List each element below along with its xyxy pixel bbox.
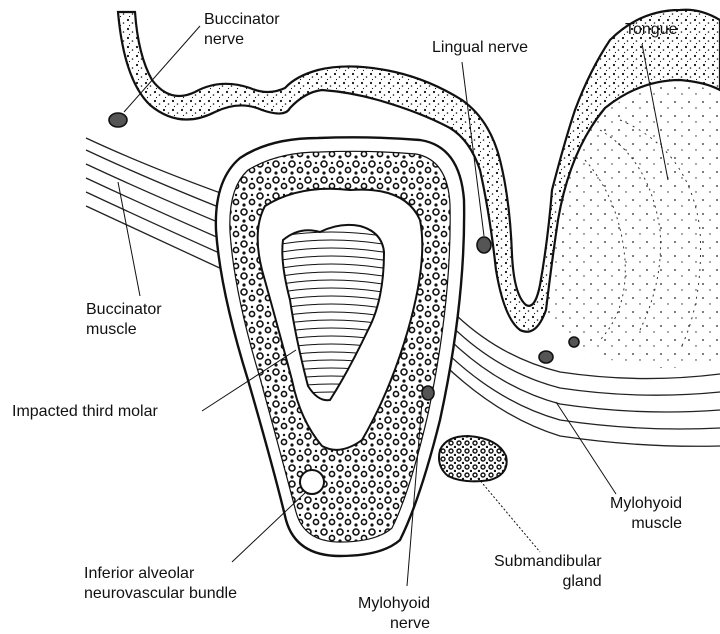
label-mylohyoid-muscle: Mylohyoid muscle xyxy=(610,494,682,534)
buccinator-nerve xyxy=(109,113,127,127)
label-lingual-nerve: Lingual nerve xyxy=(432,38,528,58)
label-tongue: Tongue xyxy=(625,20,678,40)
label-submandibular-gland: Submandibular gland xyxy=(494,552,602,592)
label-mylohyoid-nerve: Mylohyoid nerve xyxy=(358,594,430,634)
leader-submandibular xyxy=(478,478,540,552)
vessel-mark-2 xyxy=(569,337,579,347)
leader-mylohyoid-muscle xyxy=(556,402,616,494)
submandibular-gland xyxy=(439,436,507,481)
label-buccinator-muscle-line2: muscle xyxy=(86,320,162,340)
label-buccinator-nerve-line2: nerve xyxy=(204,30,280,50)
mylohyoid-nerve xyxy=(422,386,434,400)
label-buccinator-nerve: Buccinator nerve xyxy=(204,10,280,50)
vessel-mark xyxy=(539,351,553,363)
label-inferior-alveolar: Inferior alveolar neurovascular bundle xyxy=(84,564,237,604)
inferior-alveolar-bundle xyxy=(300,470,324,494)
label-mylohyoid-nerve-line2: nerve xyxy=(358,614,430,634)
label-submandibular-gland-line2: gland xyxy=(494,572,602,592)
label-buccinator-nerve-line1: Buccinator xyxy=(204,10,280,30)
label-impacted-third-molar: Impacted third molar xyxy=(12,402,158,422)
label-buccinator-muscle-line1: Buccinator xyxy=(86,300,162,320)
label-mylohyoid-muscle-line1: Mylohyoid xyxy=(610,494,682,514)
lingual-nerve xyxy=(477,237,491,253)
label-buccinator-muscle: Buccinator muscle xyxy=(86,300,162,340)
label-inferior-alveolar-line2: neurovascular bundle xyxy=(84,584,237,604)
label-submandibular-gland-line1: Submandibular xyxy=(494,552,602,572)
label-inferior-alveolar-line1: Inferior alveolar xyxy=(84,564,237,584)
label-mylohyoid-nerve-line1: Mylohyoid xyxy=(358,594,430,614)
leader-buccinator-muscle xyxy=(118,182,140,296)
label-mylohyoid-muscle-line2: muscle xyxy=(610,514,682,534)
